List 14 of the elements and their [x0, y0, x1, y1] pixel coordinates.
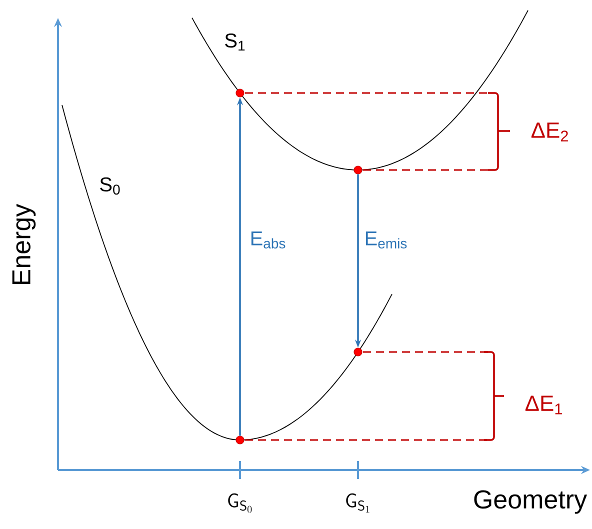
curve-label: ΔE$_{2}$: [531, 122, 568, 142]
axis-label: Energy: [12, 204, 36, 284]
edge-label: E$_{emis}$: [363, 230, 409, 250]
data-point: [354, 348, 362, 356]
data-point: [236, 436, 244, 444]
curve-label: S$_{1}$: [225, 33, 245, 51]
axis-label: Geometry: [474, 490, 588, 514]
axis-label: $\mathsf{G}_{\mathsf{S}_1}$: [346, 493, 370, 513]
data-point: [354, 166, 362, 174]
axis-label: $\mathsf{G}_{\mathsf{S}_0}$: [228, 493, 252, 513]
data-point: [236, 88, 244, 98]
curve-label: S$_{0}$: [100, 177, 120, 195]
edge-label: E$_{abs}$: [248, 230, 288, 250]
curve-label: ΔE$_{1}$: [525, 396, 562, 414]
